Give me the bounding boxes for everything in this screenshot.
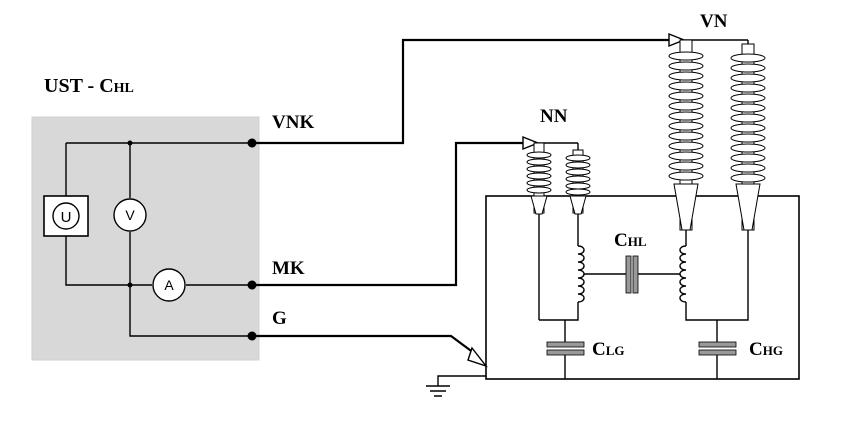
lead-mk: [252, 135, 578, 287]
vn-bushings: [668, 39, 766, 231]
lead-vnk: [252, 32, 748, 145]
transformer-tank: [485, 195, 800, 380]
lv-winding: [538, 214, 585, 321]
lead-g: [252, 334, 488, 368]
ammeter-label: A: [164, 277, 174, 293]
hv-winding: [679, 230, 749, 321]
capacitor-chl: [584, 255, 680, 294]
capacitor-chg-label: CHG: [749, 339, 783, 360]
instrument-box: [31, 116, 260, 361]
ammeter: A: [152, 268, 186, 302]
diagram-title: UST - CHL: [44, 75, 134, 97]
voltmeter: V: [113, 198, 147, 232]
voltmeter-label: V: [125, 207, 135, 223]
capacitor-chl-label: CHL: [614, 230, 647, 251]
source-label: U: [61, 209, 72, 226]
capacitor-clg-label: CLG: [592, 339, 625, 360]
terminal-vnk-label: VNK: [272, 112, 314, 133]
nn-bushings: [526, 142, 591, 215]
voltage-source: U: [43, 195, 89, 237]
instrument-wiring: [65, 140, 252, 337]
nn-label: NN: [540, 106, 568, 127]
terminal-mk-label: MK: [272, 258, 305, 279]
capacitor-chg: [698, 320, 737, 379]
ground-icon: [426, 375, 486, 397]
vn-label: VN: [700, 11, 728, 32]
capacitor-clg: [546, 320, 585, 379]
terminal-g-label: G: [272, 308, 287, 329]
